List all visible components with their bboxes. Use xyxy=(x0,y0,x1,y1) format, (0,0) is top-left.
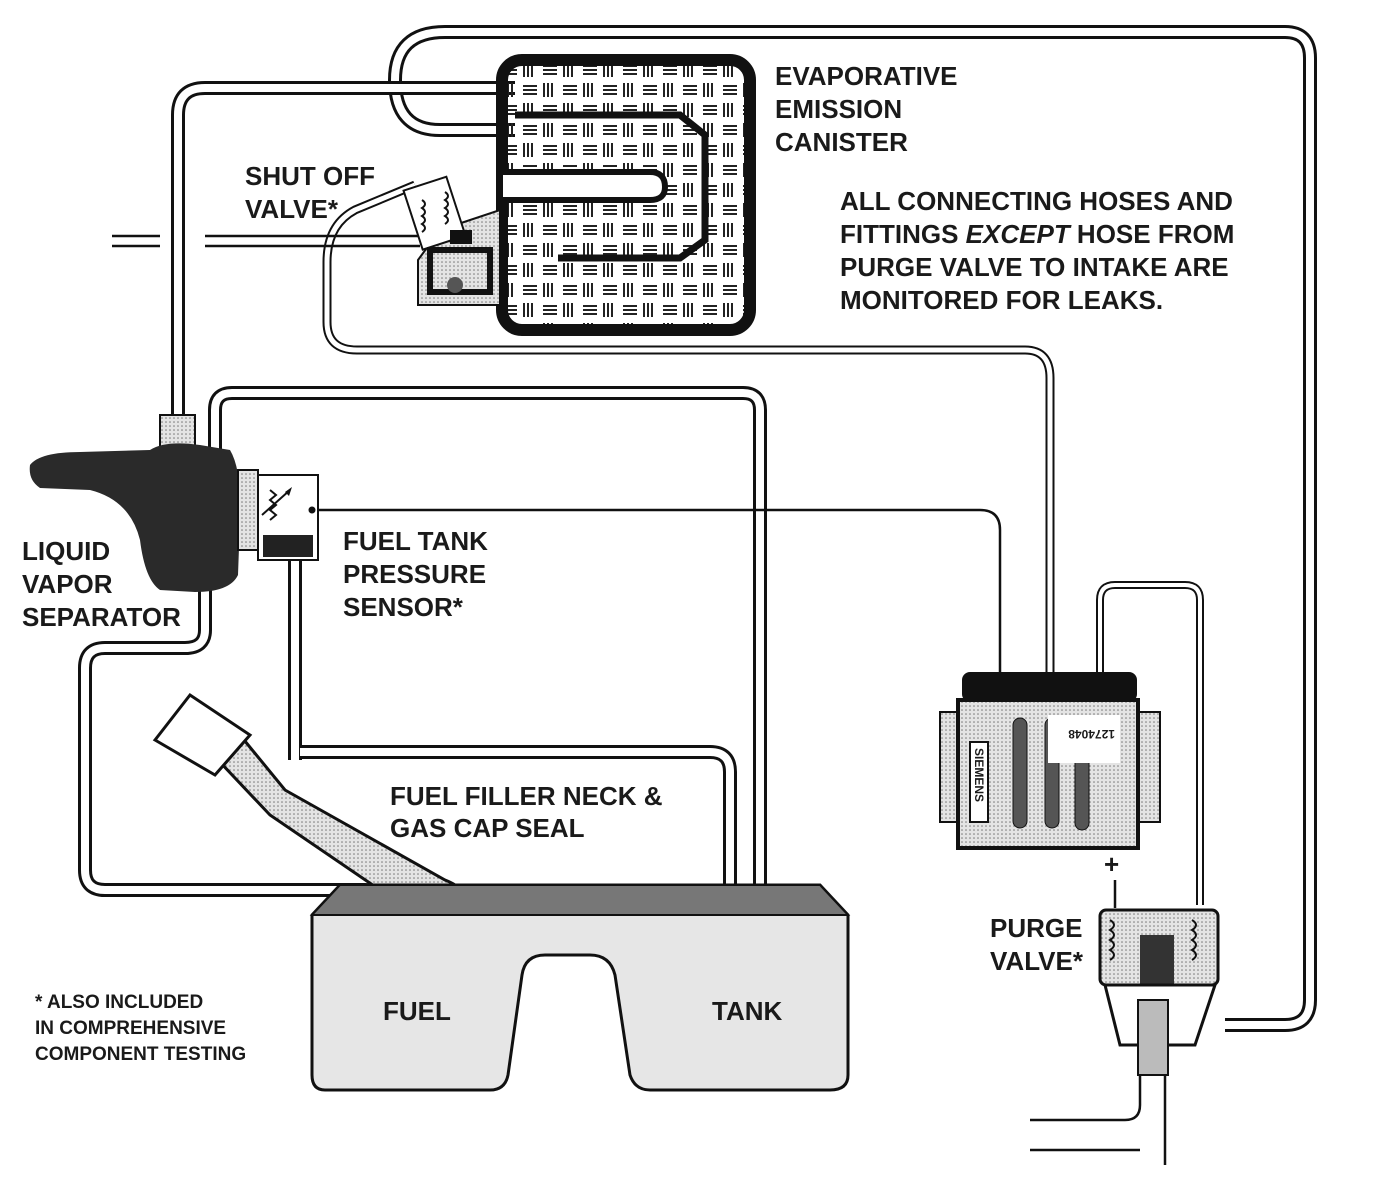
svg-text:EMISSION: EMISSION xyxy=(775,94,902,124)
evaporative-emission-canister xyxy=(496,54,756,336)
sensor-signal-wire xyxy=(312,508,1002,680)
svg-text:SHUT OFF: SHUT OFF xyxy=(245,161,375,191)
svg-text:VALVE*: VALVE* xyxy=(990,946,1084,976)
svg-text:LIQUID: LIQUID xyxy=(22,536,110,566)
label-shutoff-valve: SHUT OFF VALVE* xyxy=(245,161,375,224)
svg-text:GAS CAP SEAL: GAS CAP SEAL xyxy=(390,813,585,843)
svg-text:PURGE VALVE TO INTAKE ARE: PURGE VALVE TO INTAKE ARE xyxy=(840,252,1229,282)
footnote: * ALSO INCLUDED IN COMPREHENSIVE COMPONE… xyxy=(35,992,246,1065)
svg-text:MONITORED FOR LEAKS.: MONITORED FOR LEAKS. xyxy=(840,285,1163,315)
label-purge-valve: PURGE VALVE* + xyxy=(990,849,1119,976)
hose-ecu-to-purge-valve xyxy=(1096,581,1204,905)
hose-canister-to-purge-valve xyxy=(388,25,1317,1032)
label-separator: LIQUID VAPOR SEPARATOR xyxy=(22,536,181,632)
label-canister: EVAPORATIVE EMISSION CANISTER xyxy=(775,61,958,157)
svg-text:FUEL FILLER NECK &: FUEL FILLER NECK & xyxy=(390,781,663,811)
svg-text:VAPOR: VAPOR xyxy=(22,569,113,599)
svg-text:SEPARATOR: SEPARATOR xyxy=(22,602,181,632)
hose-purge-to-intake xyxy=(1030,1060,1167,1165)
svg-text:CANISTER: CANISTER xyxy=(775,127,908,157)
engine-control-module: 1274048 SIEMENS xyxy=(939,672,1161,850)
svg-text:EVAPORATIVE: EVAPORATIVE xyxy=(775,61,958,91)
label-tank-fuel: FUEL xyxy=(383,996,451,1026)
svg-text:ALL CONNECTING HOSES AND: ALL CONNECTING HOSES AND xyxy=(840,186,1233,216)
label-monitoring-note: ALL CONNECTING HOSES AND FITTINGS EXCEPT… xyxy=(840,186,1234,315)
plus-terminal-label: + xyxy=(1104,849,1119,879)
svg-text:FITTINGS EXCEPT HOSE FROM: FITTINGS EXCEPT HOSE FROM xyxy=(840,219,1234,249)
fuel-tank-pressure-sensor xyxy=(257,474,319,561)
svg-text:COMPONENT TESTING: COMPONENT TESTING xyxy=(35,1044,246,1065)
hose-canister-to-separator xyxy=(171,81,515,420)
svg-text:VALVE*: VALVE* xyxy=(245,194,339,224)
ecu-brand-logo: SIEMENS xyxy=(972,748,986,802)
label-tank-tank: TANK xyxy=(712,996,783,1026)
purge-valve xyxy=(1098,908,1220,1076)
label-pressure-sensor: FUEL TANK PRESSURE SENSOR* xyxy=(343,526,488,622)
svg-text:FUEL TANK: FUEL TANK xyxy=(343,526,488,556)
svg-text:PURGE: PURGE xyxy=(990,913,1082,943)
hose-sensor-to-filler-neck xyxy=(288,560,737,905)
fuel-tank xyxy=(309,883,851,1092)
svg-text:SENSOR*: SENSOR* xyxy=(343,592,464,622)
svg-text:IN COMPREHENSIVE: IN COMPREHENSIVE xyxy=(35,1018,226,1039)
hose-shutoff-valve-to-ecu xyxy=(322,180,1055,680)
shut-off-valve xyxy=(402,175,501,306)
ecu-part-number: 1274048 xyxy=(1068,727,1115,741)
vent-line xyxy=(112,234,420,248)
svg-text:PRESSURE: PRESSURE xyxy=(343,559,486,589)
svg-text:* ALSO INCLUDED: * ALSO INCLUDED xyxy=(35,992,203,1013)
label-filler-neck: FUEL FILLER NECK & GAS CAP SEAL xyxy=(390,781,663,843)
